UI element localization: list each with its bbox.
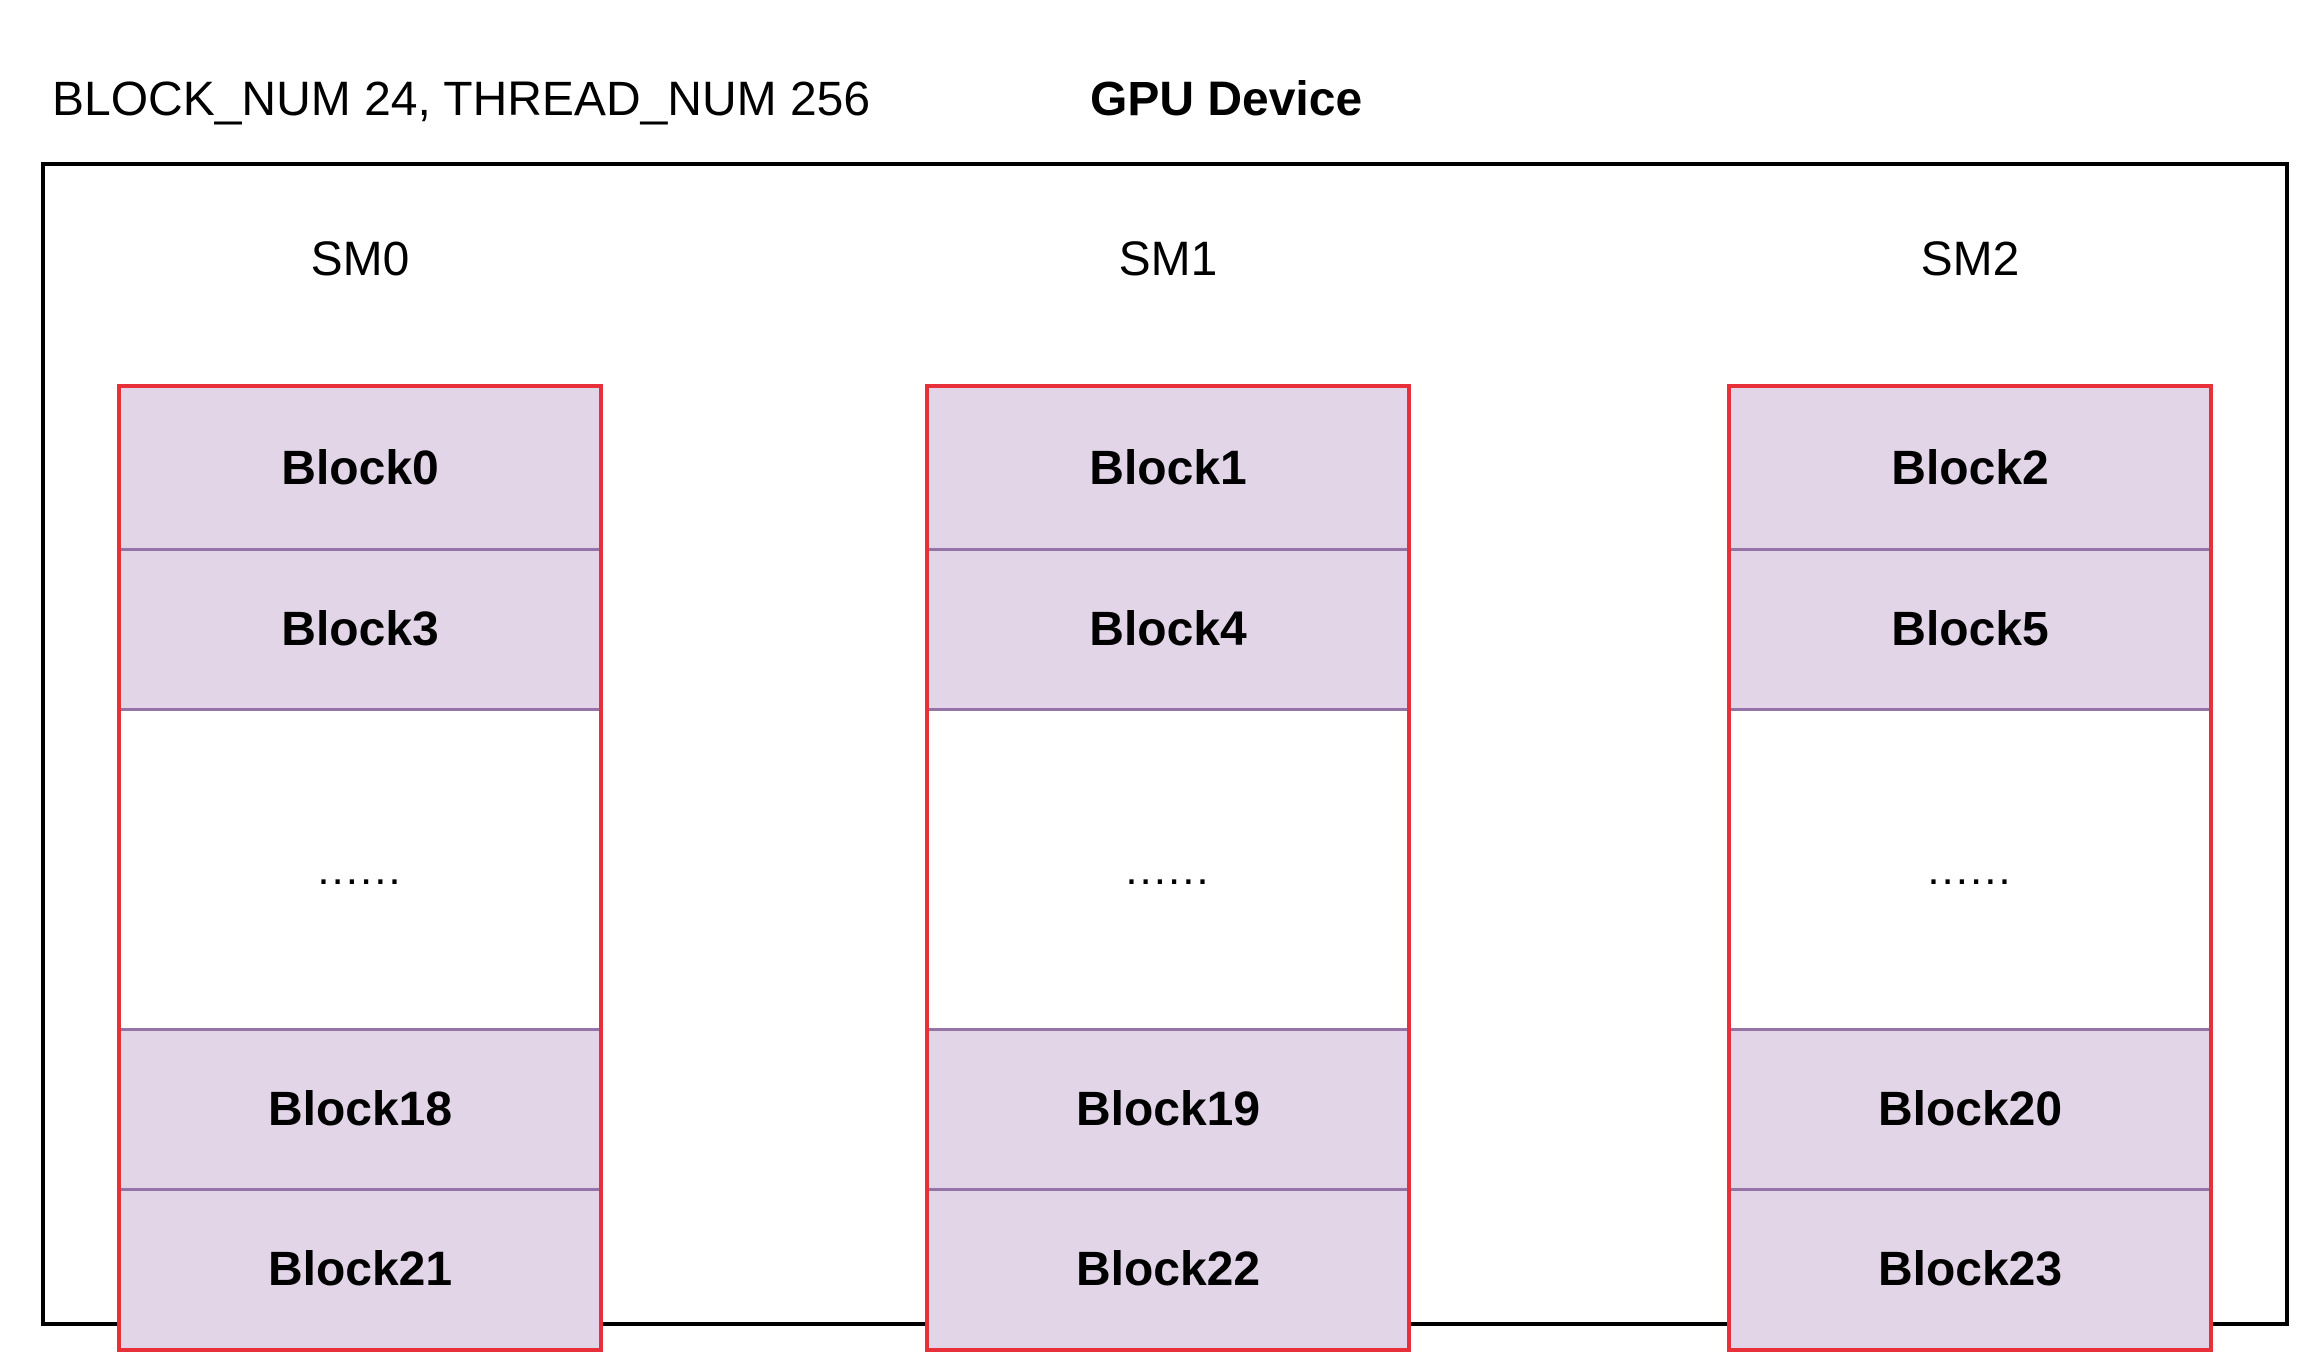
- block-cell: Block3: [121, 548, 599, 708]
- sm-column-sm0: SM0 Block0 Block3 ...... Block18 Block21: [117, 228, 603, 1352]
- sm-column-sm2: SM2 Block2 Block5 ...... Block20 Block23: [1727, 228, 2213, 1352]
- sm-block-stack: Block0 Block3 ...... Block18 Block21: [117, 384, 603, 1352]
- sm-label: SM2: [1920, 233, 2020, 286]
- block-cell: Block0: [121, 388, 599, 548]
- config-label: BLOCK_NUM 24, THREAD_NUM 256: [52, 73, 871, 126]
- block-cell: Block1: [929, 388, 1407, 548]
- block-cell: Block19: [929, 1028, 1407, 1188]
- block-cell: Block18: [121, 1028, 599, 1188]
- ellipsis-cell: ......: [121, 708, 599, 1028]
- sm-label: SM1: [1118, 233, 1218, 286]
- sm-column-sm1: SM1 Block1 Block4 ...... Block19 Block22: [925, 228, 1411, 1352]
- block-cell: Block2: [1731, 388, 2209, 548]
- block-cell: Block23: [1731, 1188, 2209, 1348]
- sm-block-stack: Block1 Block4 ...... Block19 Block22: [925, 384, 1411, 1352]
- block-cell: Block5: [1731, 548, 2209, 708]
- sm-block-stack: Block2 Block5 ...... Block20 Block23: [1727, 384, 2213, 1352]
- device-title: GPU Device: [1090, 73, 1363, 126]
- ellipsis-cell: ......: [929, 708, 1407, 1028]
- block-cell: Block22: [929, 1188, 1407, 1348]
- block-cell: Block20: [1731, 1028, 2209, 1188]
- sm-label: SM0: [310, 233, 410, 286]
- block-cell: Block21: [121, 1188, 599, 1348]
- ellipsis-cell: ......: [1731, 708, 2209, 1028]
- block-cell: Block4: [929, 548, 1407, 708]
